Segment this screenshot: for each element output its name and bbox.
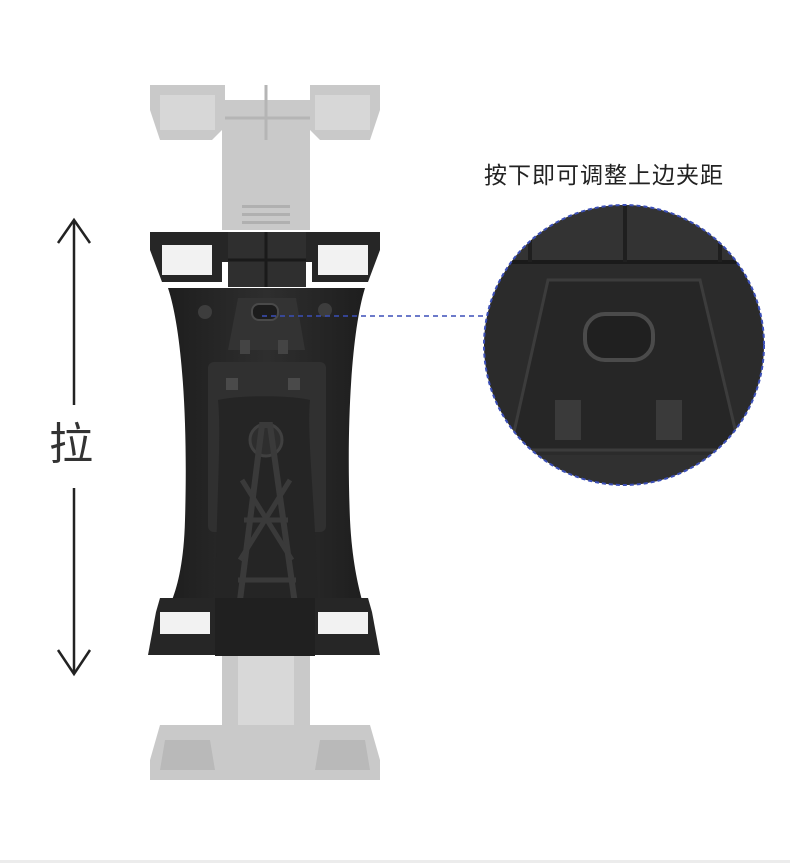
- bottom-divider: [0, 860, 790, 863]
- top-extension-arm: [150, 85, 380, 230]
- release-button-icon[interactable]: [251, 303, 279, 321]
- bottom-extension-arm: [150, 645, 380, 780]
- instruction-caption: 按下即可调整上边夹距: [484, 163, 724, 189]
- arrow-down-icon: [56, 488, 92, 677]
- release-button-zoom-icon: [583, 312, 655, 362]
- bottom-black-clamp: [148, 598, 380, 656]
- pull-label: 拉: [49, 419, 93, 470]
- arrow-up-icon: [56, 217, 92, 405]
- top-black-clamp: [150, 232, 380, 287]
- zoom-detail-circle: [483, 204, 765, 486]
- holder-main-body: [168, 288, 365, 643]
